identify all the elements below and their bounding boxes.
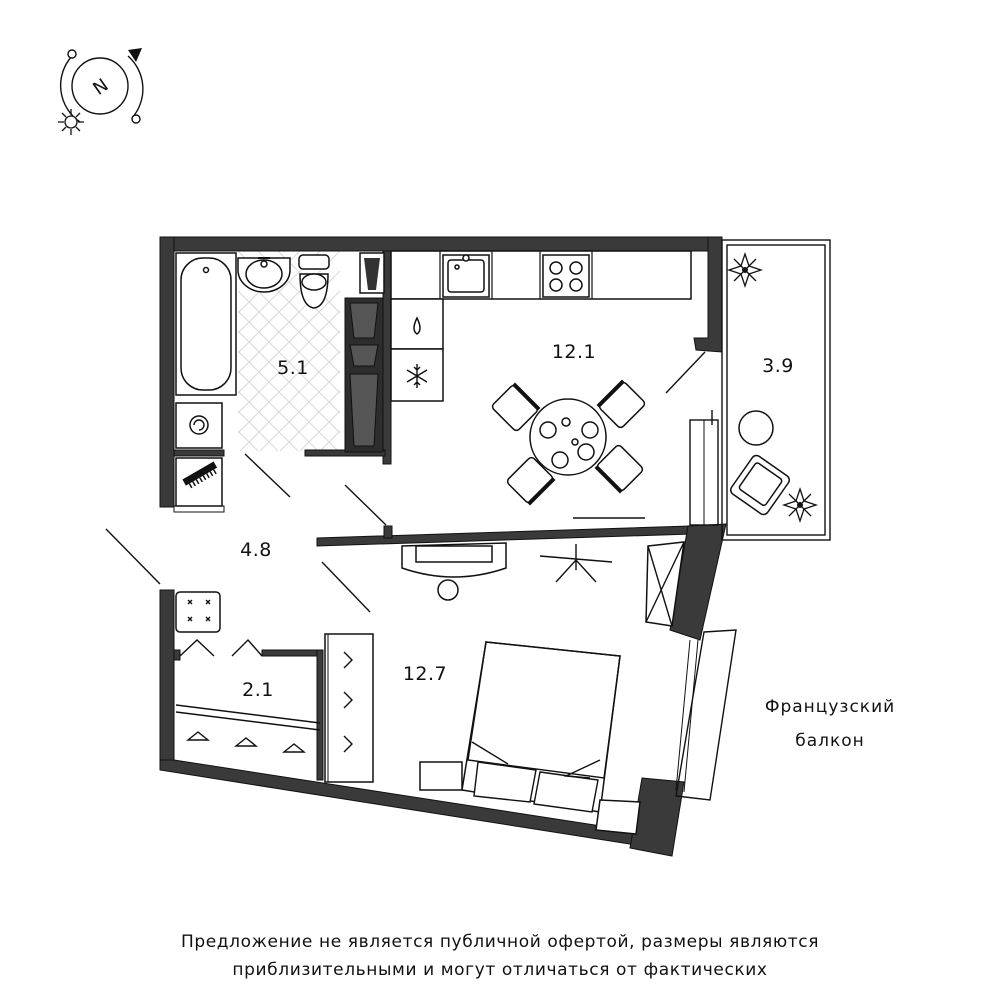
sun-icon <box>58 109 84 135</box>
washing-machine-icon <box>175 402 223 449</box>
disclaimer-line1: Предложение не является публичной оферто… <box>180 932 820 952</box>
bathtub-icon <box>175 252 237 396</box>
compass-letter: N <box>89 75 112 100</box>
disclaimer-line2: приблизительными и могут отличаться от ф… <box>232 960 768 980</box>
bathroom-tiles <box>238 251 340 451</box>
bed-icon <box>419 641 641 835</box>
kitchen-counter <box>390 250 692 402</box>
kitchen-sink-icon <box>442 254 490 298</box>
compass-icon: N <box>58 48 144 135</box>
sink-icon <box>237 257 291 293</box>
snowflake-icon <box>406 364 428 388</box>
wardrobe-rail <box>175 704 321 753</box>
hanger-icon <box>186 731 306 753</box>
dining-table-icon <box>529 398 607 476</box>
comb-icon <box>175 457 223 507</box>
armchair-icon <box>730 454 790 516</box>
room-area-kitchen: 12.1 <box>552 341 596 363</box>
room-area-bathroom: 5.1 <box>277 357 309 379</box>
chair-icon <box>491 379 646 506</box>
plant-icon <box>726 251 819 524</box>
toilet-icon <box>298 254 330 309</box>
room-area-loggia: 3.9 <box>762 355 794 377</box>
loggia-outline <box>689 239 831 541</box>
room-area-bedroom: 12.7 <box>403 663 447 685</box>
french-balcony-label-line1: Французский <box>765 697 895 717</box>
french-balcony <box>675 629 737 801</box>
closet-icon <box>324 633 374 783</box>
french-balcony-label-line2: балкон <box>795 731 865 751</box>
doors <box>105 351 706 613</box>
bifold-doors <box>179 638 263 657</box>
side-table-icon <box>738 410 774 446</box>
shelf-unit <box>344 252 385 453</box>
wall-cabinet <box>401 542 507 601</box>
diagonal-cabinet <box>645 541 685 627</box>
room-area-hallway: 4.8 <box>240 539 272 561</box>
ceiling-lamp-icon <box>539 544 613 583</box>
stove-small-icon <box>175 591 221 633</box>
stove-icon <box>542 254 590 298</box>
water-drop-icon <box>413 316 421 335</box>
room-area-wardrobe: 2.1 <box>242 679 274 701</box>
